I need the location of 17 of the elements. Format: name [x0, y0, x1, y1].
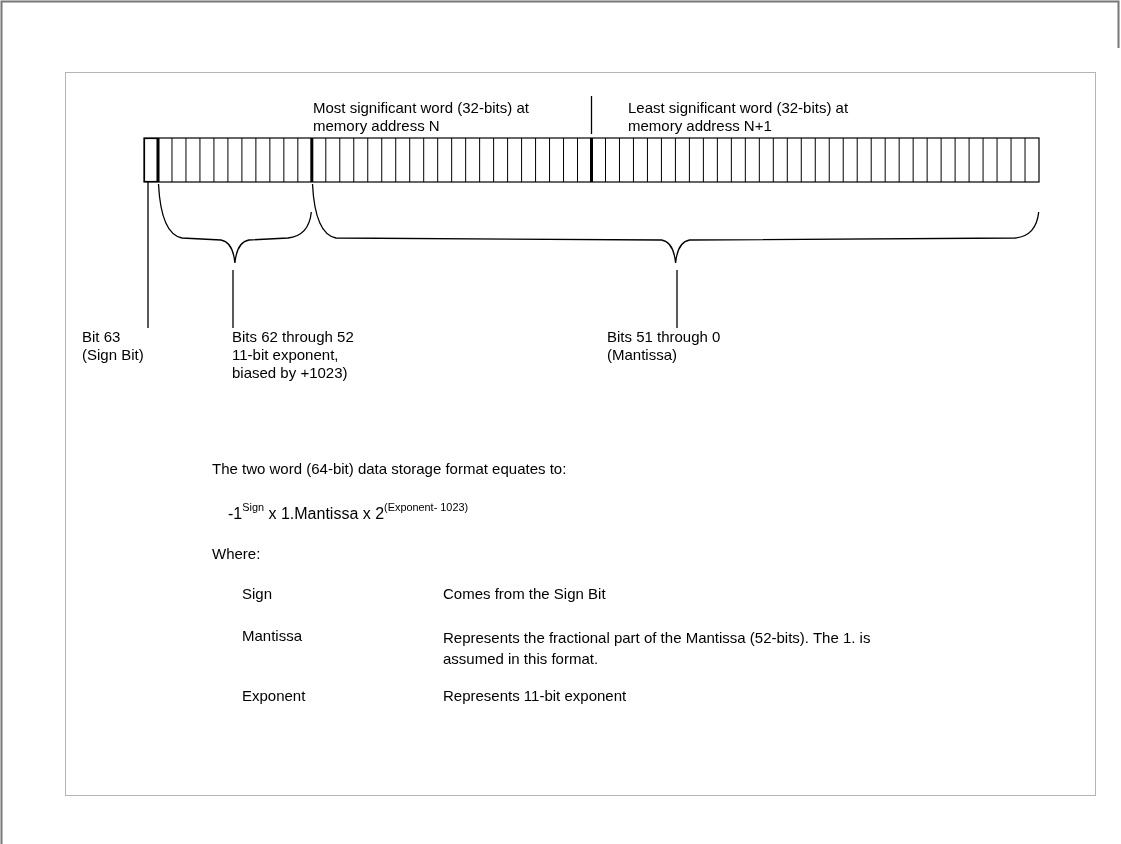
field-label: Bits 62 through 52 11-bit exponent, biased by +1023)	[232, 328, 355, 382]
field-label: Bit 63 (Sign Bit)	[82, 328, 145, 364]
term-definition: Represents the fractional part of the Mantissa (52-bits). The 1. is assumed in this format.	[443, 628, 872, 669]
formula-intro: The two word (64-bit) data storage format equates to:	[212, 460, 568, 478]
term-definition: Comes from the Sign Bit	[443, 585, 607, 603]
term: Exponent	[242, 687, 307, 705]
field-label: Bits 51 through 0 (Mantissa)	[607, 328, 722, 364]
leader-line	[232, 269, 234, 329]
leader-line	[676, 269, 678, 329]
where-heading: Where:	[212, 545, 262, 563]
term: Mantissa	[242, 627, 304, 645]
word-heading: Least significant word (32-bits) at memory address N+1	[628, 99, 850, 135]
leader-line	[147, 181, 149, 329]
word-heading: Most significant word (32-bits) at memory address N	[313, 99, 530, 135]
term: Sign	[242, 585, 274, 603]
term-definition: Represents 11-bit exponent	[443, 687, 628, 705]
formula: -1$^{Sign}$ x 1.Mantissa x 2$^{(Exponent- 1023)}$	[228, 505, 470, 523]
